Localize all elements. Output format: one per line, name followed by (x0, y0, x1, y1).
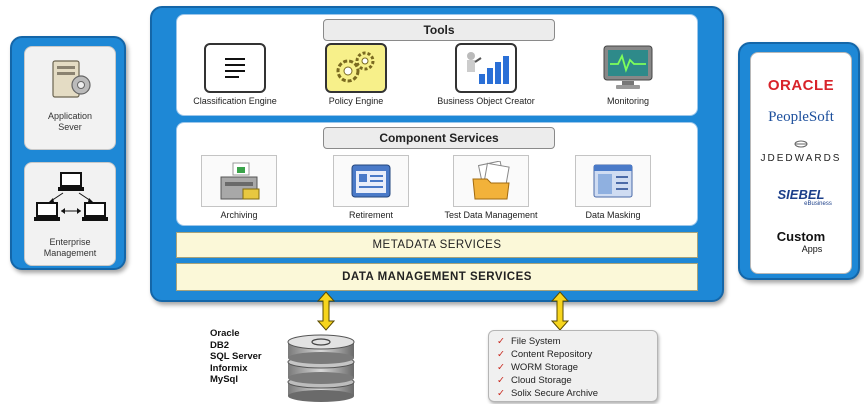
siebel-text: SIEBEL (777, 187, 825, 202)
data-management-services-bar: DATA MANAGEMENT SERVICES (176, 263, 698, 291)
siebel-logo: SIEBEL eBusiness (751, 187, 851, 207)
network-computers-icon (33, 169, 109, 229)
tool-label: Monitoring (606, 96, 650, 106)
storage-item: ✓ Solix Secure Archive (497, 387, 657, 400)
storage-item-label: WORM Storage (510, 362, 579, 373)
server-icon (47, 57, 95, 101)
builder-chart-icon (455, 43, 517, 93)
tool-label: Classification Engine (193, 96, 277, 106)
vendor-list-card: ORACLE PeopleSoft JDEDWARDS SIEBEL eBusi… (750, 52, 852, 274)
tool-business-object-creator[interactable]: Business Object Creator (421, 43, 551, 106)
siebel-subtext: eBusiness (804, 201, 832, 207)
storage-item-label: Content Repository (510, 349, 593, 360)
storage-targets-box: ✓ File System ✓ Content Repository ✓ WORM S… (488, 330, 658, 402)
storage-item-label: Solix Secure Archive (510, 388, 599, 399)
jdedwards-text: JDEDWARDS (760, 153, 842, 164)
tools-section: Tools Classification Engine Policy Engin… (176, 14, 698, 116)
file-cabinet-icon (201, 155, 277, 207)
storage-item-label: Cloud Storage (510, 375, 572, 386)
tool-classification-engine[interactable]: Classification Engine (185, 43, 285, 106)
component-retirement[interactable]: Retirement (325, 155, 417, 220)
check-icon: ✓ (497, 349, 505, 360)
component-services-section: Component Services Archiving Retir (176, 122, 698, 226)
tool-label: Policy Engine (328, 96, 384, 106)
gears-icon (325, 43, 387, 93)
check-icon: ✓ (497, 362, 505, 373)
component-label: Retirement (348, 210, 393, 220)
folder-documents-icon (453, 155, 529, 207)
tool-label: Business Object Creator (437, 96, 535, 106)
database-connector-arrow (316, 291, 336, 331)
component-test-data-management[interactable]: Test Data Management (427, 155, 555, 220)
component-data-masking[interactable]: Data Masking (567, 155, 659, 220)
enterprise-management-card: Enterprise Management (24, 162, 116, 266)
jdedwards-logo: JDEDWARDS (751, 139, 851, 164)
component-services-header: Component Services (323, 127, 555, 149)
oracle-logo: ORACLE (767, 77, 835, 94)
application-server-label: Application Sever (47, 111, 93, 132)
storage-item: ✓ WORM Storage (497, 361, 657, 374)
masked-window-icon (575, 155, 651, 207)
jdedwards-emblem-icon (794, 140, 808, 148)
storage-item-label: File System (510, 336, 561, 347)
storage-item: ✓ Cloud Storage (497, 374, 657, 387)
tools-header: Tools (323, 19, 555, 41)
right-vendor-panel: ORACLE PeopleSoft JDEDWARDS SIEBEL eBusi… (738, 42, 860, 280)
storage-item: ✓ File System (497, 335, 657, 348)
database-list: Oracle DB2 SQL Server Informix MySql (210, 328, 262, 386)
check-icon: ✓ (497, 336, 505, 347)
tool-policy-engine[interactable]: Policy Engine (311, 43, 401, 106)
component-archiving[interactable]: Archiving (193, 155, 285, 220)
peoplesoft-logo: PeopleSoft (768, 109, 834, 125)
metadata-services-bar: METADATA SERVICES (176, 232, 698, 258)
component-label: Archiving (220, 210, 258, 220)
database-item: Oracle (210, 328, 240, 339)
document-list-icon (204, 43, 266, 93)
component-label: Test Data Management (444, 210, 538, 220)
database-stack-icon (284, 324, 358, 402)
application-server-card: Application Sever (24, 46, 116, 150)
tool-monitoring[interactable]: Monitoring (573, 43, 683, 106)
storage-connector-arrow (550, 291, 570, 331)
custom-apps-logo: Custom Apps (751, 229, 851, 254)
component-label: Data Masking (585, 210, 641, 220)
database-item: MySql (210, 374, 238, 385)
check-icon: ✓ (497, 388, 505, 399)
monitor-icon (597, 43, 659, 93)
custom-text: Custom (776, 229, 826, 244)
storage-item: ✓ Content Repository (497, 348, 657, 361)
database-item: Informix (210, 362, 248, 374)
left-panel: Application Sever Enterprise Management (10, 36, 126, 270)
form-window-icon (333, 155, 409, 207)
database-item: DB2 (210, 339, 230, 351)
apps-text: Apps (801, 244, 823, 254)
check-icon: ✓ (497, 375, 505, 386)
database-item: SQL Server (210, 351, 262, 362)
enterprise-management-label: Enterprise Management (43, 237, 97, 258)
